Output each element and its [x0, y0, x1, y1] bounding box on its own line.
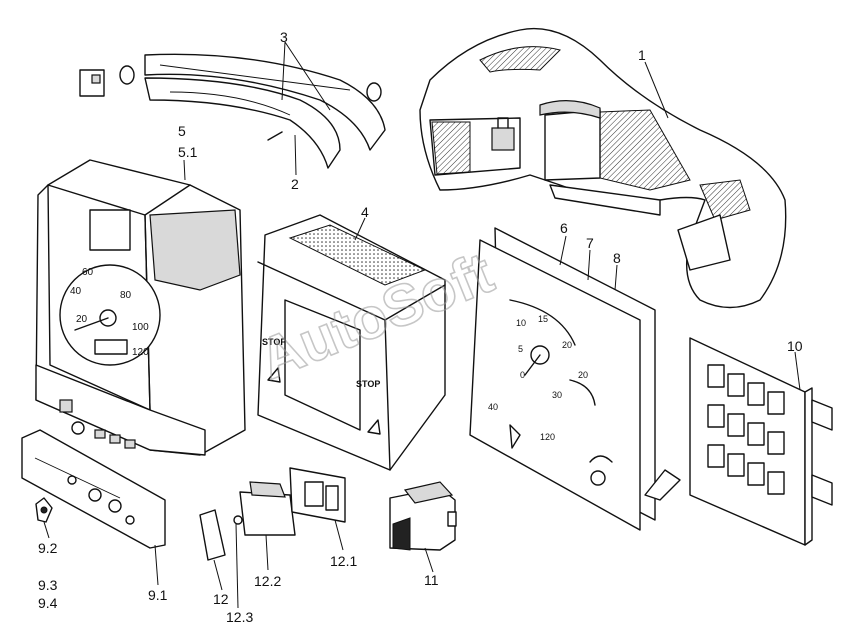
speedo-tick-60: 60: [82, 267, 94, 278]
speedo-tick-80: 80: [120, 290, 132, 301]
part-11-rocker-switch: [389, 481, 457, 551]
gauge-tick-30: 30: [552, 390, 562, 400]
part-5-instrument-cluster: 60 80 40 20 100 120: [35, 159, 246, 456]
grille-slots: [707, 364, 785, 495]
callout-5: 5: [178, 123, 186, 139]
part-2-3-trim-strips: [79, 53, 386, 169]
gauge-tick-20-top: 20: [562, 340, 572, 350]
tacho-stop-left: STOP: [262, 337, 286, 347]
gauge-tick-40: 40: [488, 402, 498, 412]
callout-7: 7: [586, 235, 594, 251]
speedo-tick-40: 40: [70, 286, 82, 297]
part-8-gauge-panel: 10 15 20 5 0 20 30 40 120: [469, 227, 681, 531]
callout-9-4: 9.4: [38, 595, 58, 611]
gauge-tick-20-right: 20: [578, 370, 588, 380]
callout-8: 8: [613, 250, 621, 266]
callout-12-2: 12.2: [254, 573, 281, 589]
gauge-tick-15: 15: [538, 314, 548, 324]
leader-lines: [43, 41, 801, 609]
gauge-tick-120: 120: [540, 432, 555, 442]
speedo-tick-100: 100: [132, 322, 149, 333]
gauge-tick-5: 5: [518, 344, 523, 354]
callout-12: 12: [213, 591, 229, 607]
callout-5-1: 5.1: [178, 144, 198, 160]
part-4-tachograph: STOP STOP: [257, 214, 446, 471]
part-1-dashboard-housing: [419, 27, 787, 309]
callout-6: 6: [560, 220, 568, 236]
gauge-tick-0: 0: [520, 370, 525, 380]
callout-9-2: 9.2: [38, 540, 58, 556]
callout-12-1: 12.1: [330, 553, 357, 569]
tacho-stop-right: STOP: [356, 379, 380, 389]
callout-labels: 1 2 3 4 5 5.1 6 7 8 9.1 9.2 9.3 9.4 10 1…: [38, 29, 803, 625]
callout-4: 4: [361, 204, 369, 220]
part-10-vent-grille: [689, 337, 833, 546]
gauge-tick-10: 10: [516, 318, 526, 328]
part-12-switches: [199, 467, 346, 561]
callout-1: 1: [638, 47, 646, 63]
callout-10: 10: [787, 338, 803, 354]
callout-9-1: 9.1: [148, 587, 168, 603]
callout-11: 11: [424, 572, 439, 588]
callout-3: 3: [280, 29, 288, 45]
callout-2: 2: [291, 176, 299, 192]
part-9-lower-panel: [21, 429, 166, 549]
callout-9-3: 9.3: [38, 577, 58, 593]
speedo-tick-20: 20: [76, 314, 88, 325]
callout-12-3: 12.3: [226, 609, 253, 625]
speedo-tick-120: 120: [132, 347, 149, 358]
